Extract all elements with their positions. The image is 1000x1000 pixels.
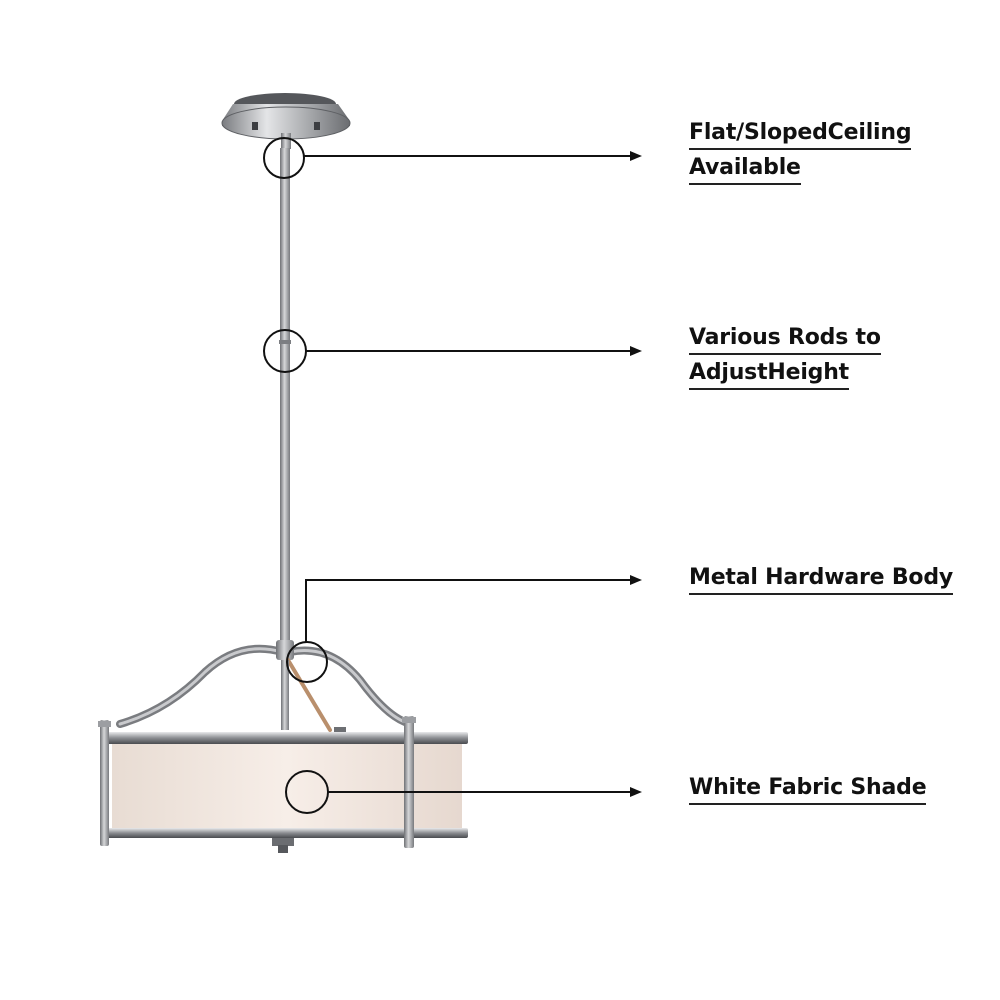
white-fabric-shade (98, 716, 468, 853)
callout-label-ceiling: Flat/SlopedCeiling Available (689, 118, 912, 188)
callout-rods (263, 329, 642, 373)
callout-ceiling (263, 137, 642, 179)
callout-label-body: Metal Hardware Body (689, 563, 953, 598)
callout-label-rods: Various Rods to AdjustHeight (689, 323, 881, 393)
callout-text-ceiling-1: Flat/SlopedCeiling (689, 118, 912, 150)
callout-label-shade: White Fabric Shade (689, 773, 927, 808)
callout-text-shade: White Fabric Shade (689, 773, 927, 805)
callout-shade (285, 770, 642, 814)
callout-text-rods-2: AdjustHeight (689, 358, 849, 390)
callout-text-rods-1: Various Rods to (689, 323, 881, 355)
callout-body (286, 575, 642, 683)
ceiling-canopy (221, 93, 351, 149)
callout-text-ceiling-2: Available (689, 153, 801, 185)
downrod (279, 148, 291, 646)
metal-hardware-arms (116, 640, 409, 733)
callout-text-body: Metal Hardware Body (689, 563, 953, 595)
